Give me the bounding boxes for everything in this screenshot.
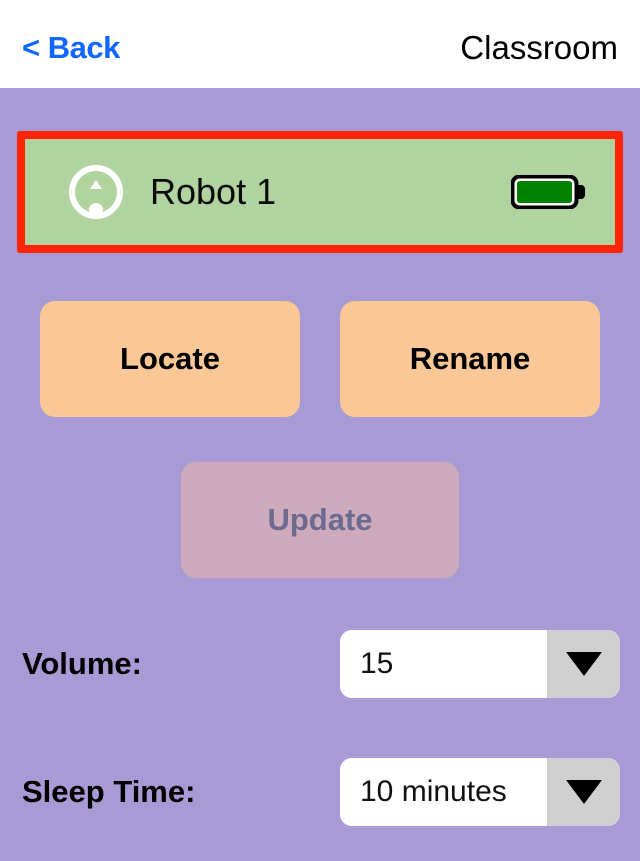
robot-card-robot-1[interactable]: Robot 1	[17, 131, 623, 253]
battery-full-icon	[510, 174, 587, 210]
sleep-time-label: Sleep Time:	[22, 774, 196, 809]
volume-select[interactable]: 15	[340, 630, 620, 698]
update-button: Update	[181, 462, 459, 578]
setting-row-sleep-time: Sleep Time: 10 minutes	[0, 758, 640, 826]
rename-button[interactable]: Rename	[340, 301, 600, 417]
sleep-time-selected-value: 10 minutes	[340, 758, 547, 826]
volume-label: Volume:	[22, 646, 142, 681]
chevron-down-icon	[565, 780, 602, 804]
robot-card-content: Robot 1	[25, 139, 615, 245]
sleep-time-select-arrow[interactable]	[547, 758, 620, 826]
robot-circle-icon	[67, 163, 125, 221]
locate-button[interactable]: Locate	[40, 301, 300, 417]
setting-row-volume: Volume: 15	[0, 630, 640, 698]
sleep-time-select[interactable]: 10 minutes	[340, 758, 620, 826]
volume-selected-value: 15	[340, 630, 547, 698]
app-header: < Back Classroom	[0, 0, 640, 88]
chevron-down-icon	[565, 652, 602, 676]
back-button[interactable]: < Back	[22, 30, 120, 65]
page-title: Classroom	[460, 29, 618, 66]
robot-name-label: Robot 1	[150, 171, 277, 212]
volume-select-arrow[interactable]	[547, 630, 620, 698]
